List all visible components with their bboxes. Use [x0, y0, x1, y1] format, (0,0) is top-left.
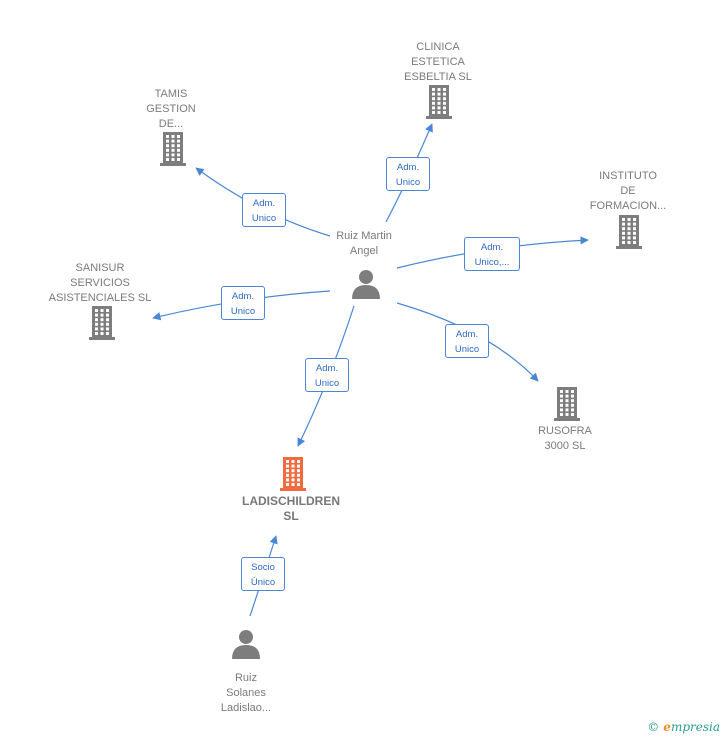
person-icon-ruiz-solanes[interactable]	[231, 629, 261, 664]
edge-label-rusofra[interactable]: Adm. Unico	[445, 324, 489, 358]
node-label-ladischildren[interactable]: LADISCHILDREN SL	[242, 494, 340, 523]
edge-label-instituto[interactable]: Adm. Unico,...	[464, 237, 520, 271]
building-icon-sanisur[interactable]	[87, 304, 117, 345]
node-label-ruiz-martin[interactable]: Ruiz Martin Angel	[336, 230, 392, 257]
node-label-ruiz-solanes[interactable]: Ruiz Solanes Ladislao...	[220, 672, 272, 714]
node-label-instituto[interactable]: INSTITUTO DE FORMACION...	[589, 170, 667, 212]
brand-logo-initial: e	[663, 720, 671, 734]
node-label-tamis[interactable]: TAMIS GESTION DE...	[146, 88, 196, 130]
building-icon-clinica[interactable]	[424, 83, 454, 124]
edge-label-tamis[interactable]: Adm. Unico	[242, 193, 286, 227]
building-icon-instituto[interactable]	[614, 213, 644, 254]
edge-label-ladis[interactable]: Adm. Unico	[305, 358, 349, 392]
copyright-icon: ©	[647, 720, 660, 734]
brand-name: mpresia	[670, 720, 720, 734]
building-icon-tamis[interactable]	[158, 130, 188, 171]
building-icon-rusofra[interactable]	[552, 385, 582, 426]
node-label-sanisur[interactable]: SANISUR SERVICIOS ASISTENCIALES SL	[48, 262, 152, 304]
node-label-rusofra[interactable]: RUSOFRA 3000 SL	[538, 425, 592, 452]
node-label-clinica[interactable]: CLINICA ESTETICA ESBELTIA SL	[404, 41, 472, 83]
person-icon-ruiz-martin[interactable]	[351, 269, 381, 304]
building-icon-ladischildren[interactable]	[278, 455, 308, 496]
brand-footer[interactable]: ©empresia	[647, 720, 720, 734]
edge-label-clinica[interactable]: Adm. Unico	[386, 157, 430, 191]
edge-label-socio[interactable]: Socio Único	[241, 557, 285, 591]
edge-label-sanisur[interactable]: Adm. Unico	[221, 286, 265, 320]
